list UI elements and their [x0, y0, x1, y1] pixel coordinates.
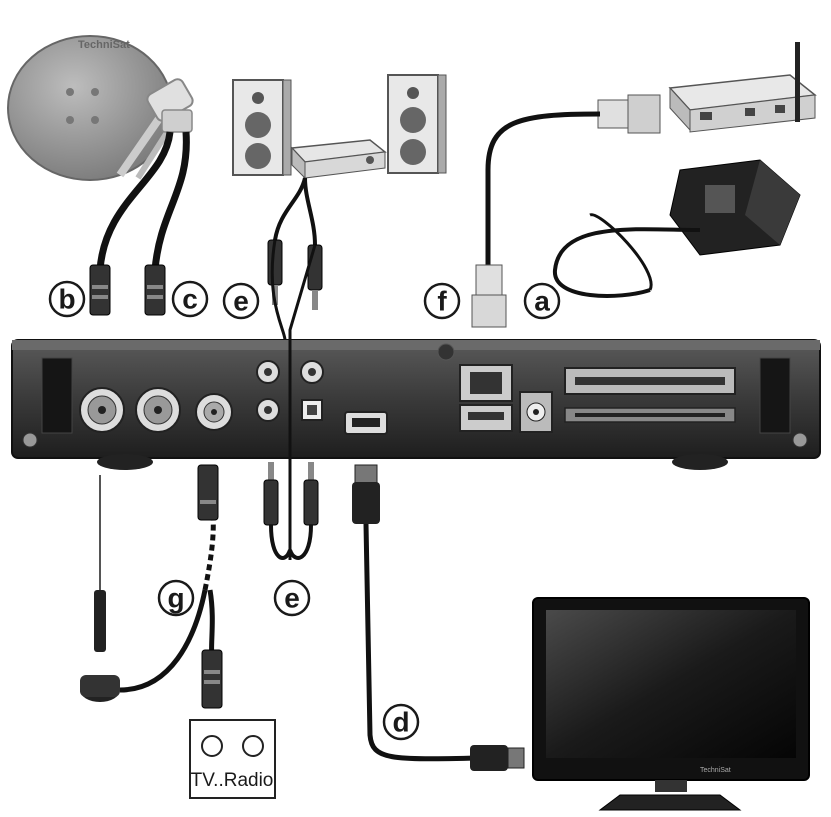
dc-power-port[interactable] — [519, 391, 553, 433]
label-e-bottom: e — [273, 579, 311, 617]
usb-port[interactable] — [459, 404, 513, 432]
f-connector-b-icon — [89, 264, 111, 316]
antenna-input-port[interactable] — [195, 393, 233, 431]
label-d: d — [382, 703, 420, 741]
cable-g — [119, 589, 208, 693]
ethernet-plug-router-icon — [597, 94, 661, 134]
hdmi-port[interactable] — [344, 411, 388, 435]
wall-socket: TV..Radio — [189, 719, 276, 799]
ci-card-slot[interactable] — [564, 367, 736, 395]
receiver-back-panel — [11, 339, 821, 470]
optical-out-port[interactable] — [301, 399, 323, 421]
wall-socket-label: TV..Radio — [191, 770, 274, 791]
speaker-right-icon — [387, 74, 447, 174]
cable-f — [485, 111, 601, 265]
router-icon — [668, 42, 817, 133]
svg-text:a: a — [534, 286, 550, 317]
cable-a — [553, 227, 701, 298]
label-c: c — [171, 280, 209, 318]
lan-port[interactable] — [459, 364, 513, 402]
svg-text:e: e — [233, 286, 249, 317]
tv-brand-text: TechniSat — [700, 767, 731, 774]
hdmi-plug-tv-icon — [470, 745, 525, 771]
svg-text:c: c — [182, 284, 198, 315]
dish-brand-text: TechniSat — [78, 39, 130, 51]
coax-plug-wall-icon — [201, 649, 223, 709]
svg-text:d: d — [392, 707, 409, 738]
lnb-input-1-port[interactable] — [79, 387, 125, 433]
audio-out-ports[interactable] — [256, 360, 324, 422]
cable-d — [363, 523, 481, 762]
ethernet-plug-receiver-icon — [471, 264, 507, 328]
label-g: g — [157, 579, 195, 617]
label-a: a — [523, 282, 561, 320]
terrestrial-antenna-icon — [80, 475, 120, 702]
f-connector-c-icon — [144, 264, 166, 316]
speaker-left-icon — [232, 79, 292, 176]
smartcard-slot[interactable] — [564, 407, 736, 423]
rca-plug-top-right-icon — [307, 244, 323, 310]
power-adapter-icon — [669, 159, 801, 256]
lnb-icon — [146, 78, 194, 133]
cable-c — [151, 131, 190, 271]
rca-plug-bottom-right-icon — [303, 462, 319, 526]
lnb-input-2-port[interactable] — [135, 387, 181, 433]
television-icon: TechniSat — [532, 597, 810, 811]
cable-e-top — [273, 177, 307, 241]
svg-text:e: e — [284, 583, 300, 614]
label-e-top: e — [222, 282, 260, 320]
satellite-dish: TechniSat — [7, 35, 194, 181]
svg-text:b: b — [58, 284, 75, 315]
amplifier-icon — [290, 139, 387, 180]
hdmi-plug-receiver-icon — [352, 464, 380, 524]
svg-text:g: g — [167, 583, 184, 614]
svg-text:f: f — [437, 286, 447, 317]
cable-e-bottom — [269, 524, 292, 560]
label-b: b — [48, 280, 86, 318]
cable-b — [96, 131, 174, 271]
rca-plug-bottom-left-icon — [263, 462, 279, 526]
label-f: f — [423, 282, 461, 320]
coax-plug-antenna-icon — [197, 464, 219, 521]
